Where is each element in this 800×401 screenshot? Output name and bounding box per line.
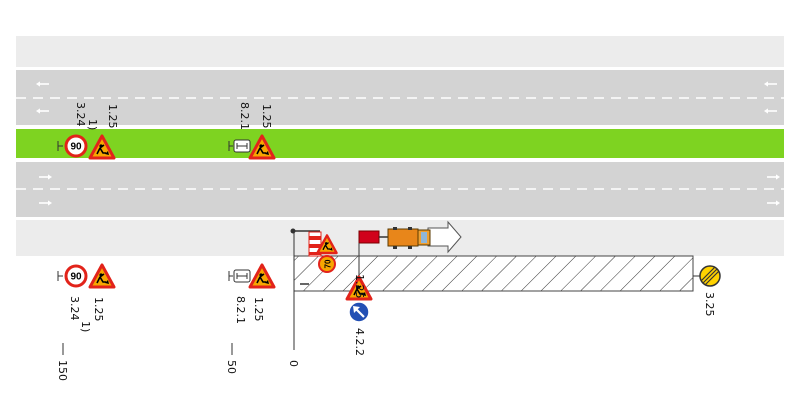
roadside-sign-group-b <box>228 263 276 289</box>
roadside-sign-group-a: 90 <box>57 263 116 289</box>
roadworks-warning-icon <box>248 263 276 289</box>
truck-mounted-attenuator-icon <box>358 220 462 254</box>
median-strip <box>16 129 784 158</box>
label-keep-left: 4.2.2 <box>353 328 366 356</box>
label-end-sign: 3.25 <box>703 292 716 317</box>
median-sign-group-b <box>228 134 276 160</box>
roadworks-warning-icon <box>88 263 116 289</box>
label-bot-a-code: 1.25 <box>92 297 105 322</box>
speed-limit-value: 90 <box>70 272 82 283</box>
end-of-restrictions-icon <box>693 265 721 287</box>
barrier-speed-value: 70 <box>324 259 333 268</box>
distance-plate-icon <box>233 269 251 283</box>
label-bot-a-speed: 3.24 <box>68 296 81 321</box>
barrier-speed-icon: 70 <box>318 255 336 273</box>
speed-limit-value: 90 <box>70 142 82 153</box>
median-sign-group-a: 90 <box>57 134 116 160</box>
label-dist-50: 50 <box>225 360 238 374</box>
label-top-a-speed: 3.24 <box>74 102 87 127</box>
label-top-a-code: 1.25 <box>106 104 119 129</box>
upper-shoulder <box>16 36 784 67</box>
keep-left-icon <box>348 301 370 323</box>
label-bot-a-note: 1) <box>79 321 92 332</box>
lower-edge-line <box>16 217 784 220</box>
speed-limit-icon: 90 <box>64 264 88 288</box>
speed-limit-icon: 90 <box>64 134 88 158</box>
label-bot-b-code: 1.25 <box>252 297 265 322</box>
label-work-sign: 1.25 <box>353 274 366 299</box>
distance-plate-icon <box>233 139 251 153</box>
label-bot-b-plate: 8.2.1 <box>234 296 247 324</box>
label-top-a-note: 1) <box>86 119 99 130</box>
upper-inner-edge <box>16 125 784 129</box>
label-top-b-plate: 8.2.1 <box>238 102 251 130</box>
lower-inner-edge <box>16 158 784 162</box>
label-top-b-code: 1.25 <box>260 104 273 129</box>
label-dist-0: 0 <box>287 360 300 367</box>
label-dist-150: 150 <box>56 360 69 381</box>
upper-edge-line <box>16 67 784 70</box>
